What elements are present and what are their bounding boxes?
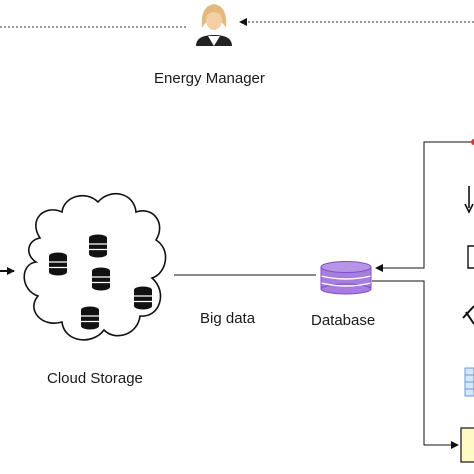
note-box-icon: [460, 427, 474, 463]
db-cylinder-icon: [134, 286, 152, 310]
db-cylinder-icon: [81, 306, 99, 330]
lower-output-line: [372, 280, 459, 449]
red-dot-icon: [471, 139, 474, 145]
db-cylinder-icon: [92, 267, 110, 291]
big-data-label: Big data: [200, 310, 256, 327]
person-icon: [196, 4, 232, 46]
db-cylinder-icon: [89, 234, 107, 258]
db-cylinder-icon: [49, 252, 67, 276]
down-arrow-icon: [464, 186, 474, 214]
grid-icon: [464, 367, 474, 397]
database-icon: [320, 261, 372, 295]
panel-edge-icon: [467, 245, 474, 269]
cross-icon: [462, 305, 474, 325]
cloud-storage-label: Cloud Storage: [47, 370, 143, 387]
cloud-icon: [23, 192, 167, 341]
energy-manager-label: Energy Manager: [154, 70, 265, 87]
upper-feed-line: [375, 141, 474, 272]
database-label: Database: [311, 312, 376, 329]
